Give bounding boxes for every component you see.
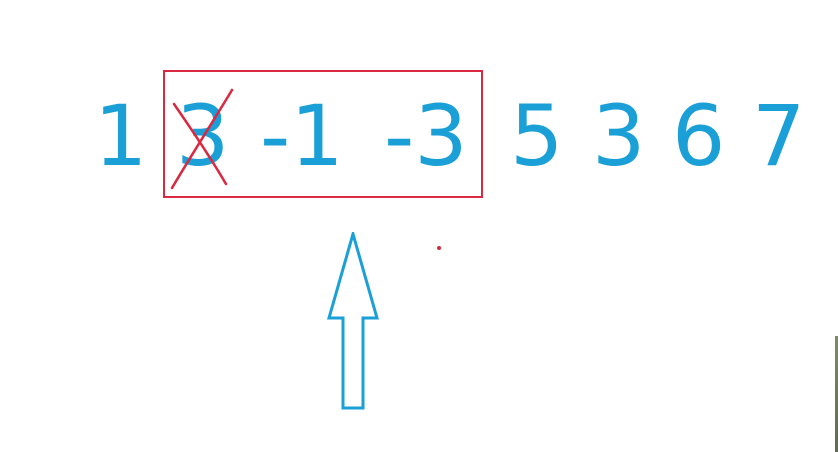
sequence-item-6: 6 (672, 87, 726, 185)
sequence-item-0: 1 (94, 87, 148, 185)
edge-strip (835, 336, 838, 452)
cross-out-mark (170, 88, 234, 190)
window-highlight-box (163, 70, 483, 198)
sequence-item-5: 3 (592, 87, 646, 185)
sequence-item-4: 5 (510, 87, 564, 185)
up-arrow-icon (327, 232, 379, 410)
stray-dot (437, 246, 441, 250)
sequence-item-7: 7 (752, 87, 806, 185)
sequence-item-3: -3 (384, 87, 468, 185)
sequence-item-2: -1 (260, 87, 344, 185)
